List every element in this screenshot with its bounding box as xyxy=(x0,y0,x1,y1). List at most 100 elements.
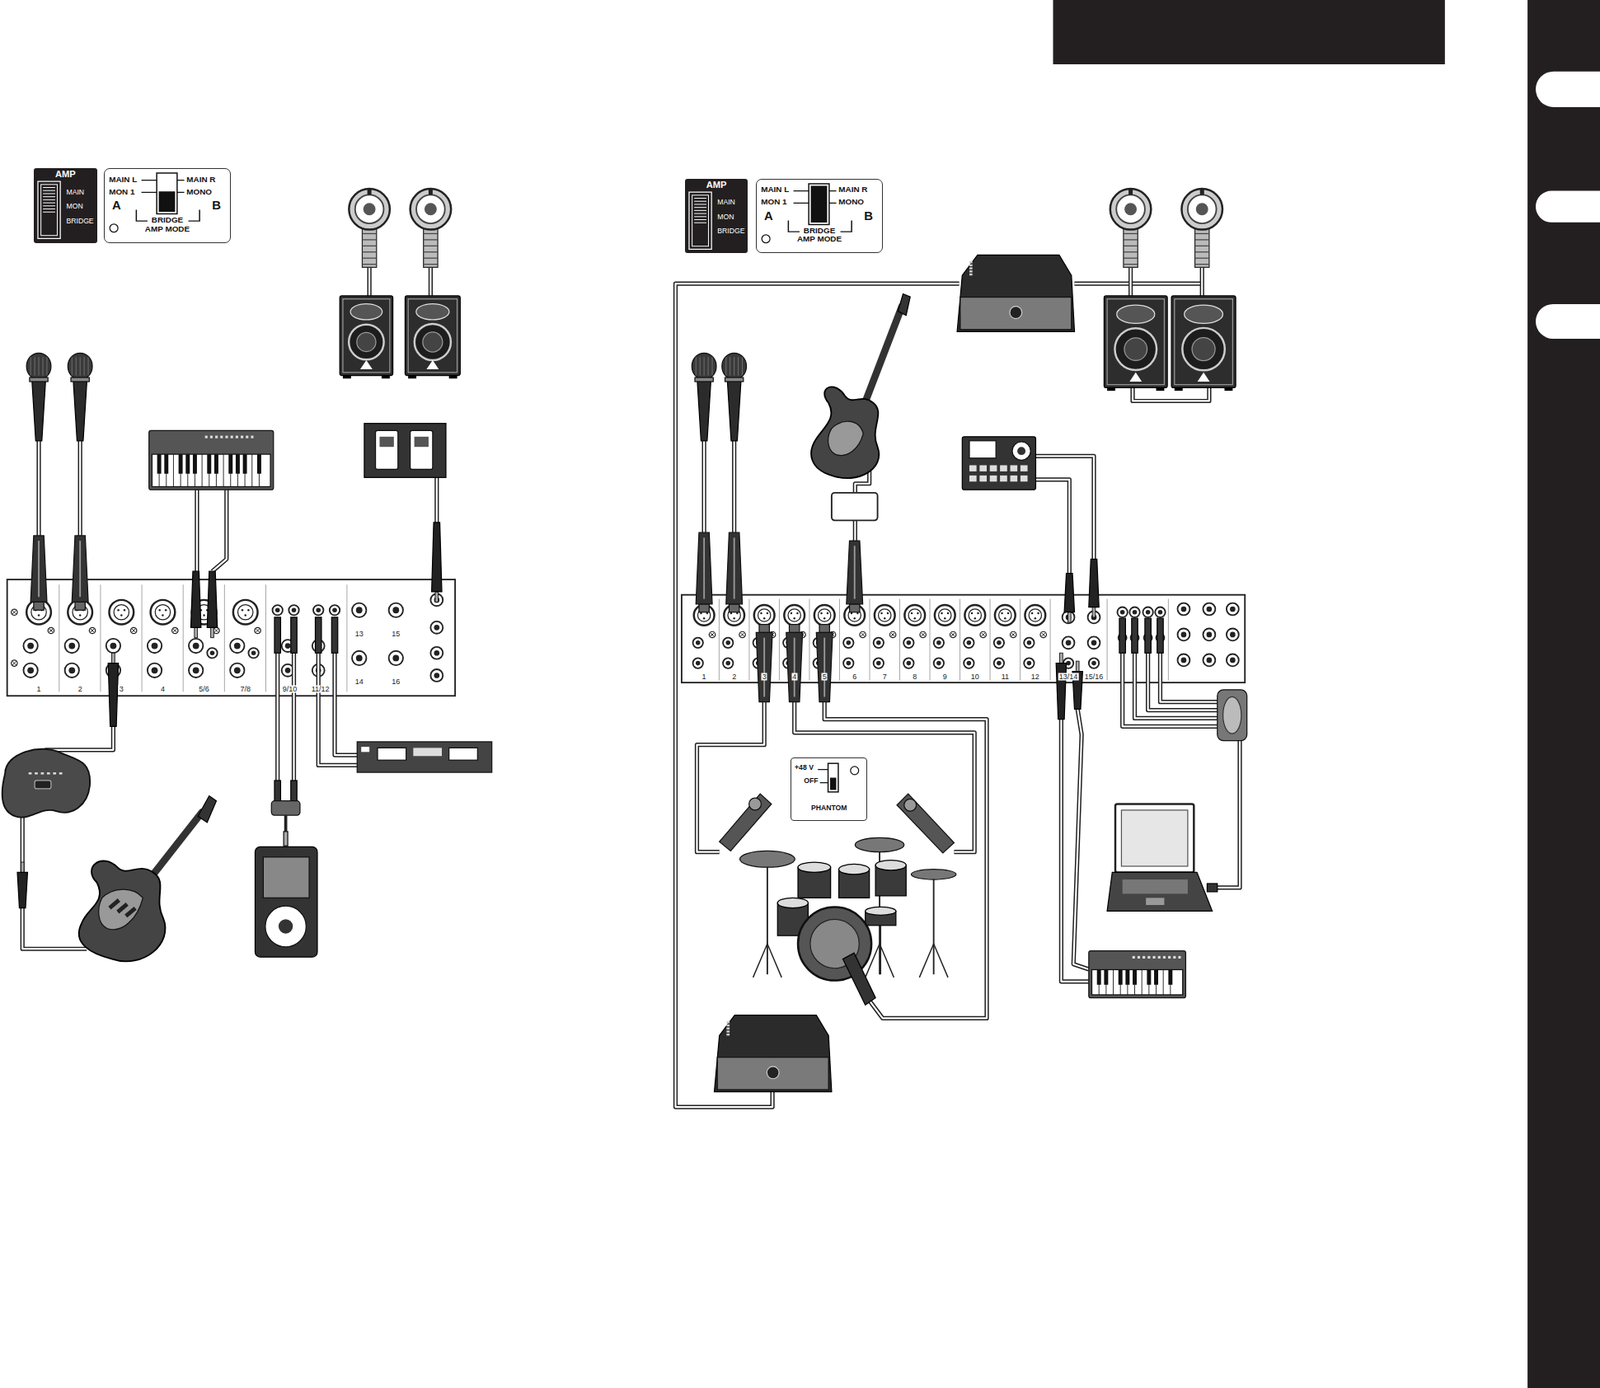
speaker-cone xyxy=(356,332,376,352)
drum-pad xyxy=(999,475,1008,482)
rca-plug xyxy=(274,780,281,802)
xlr-pin xyxy=(243,614,246,616)
keyboard-button xyxy=(205,436,208,439)
xlr-pin xyxy=(703,617,705,620)
plug-grip xyxy=(361,263,376,265)
cable xyxy=(853,520,858,541)
switch-rib xyxy=(694,203,707,205)
xlr-pin xyxy=(1031,612,1033,615)
screw-cross xyxy=(740,632,745,637)
jack-plug xyxy=(206,571,217,628)
speakon-socket xyxy=(348,188,390,230)
cassette-window xyxy=(449,747,479,761)
strip-divider xyxy=(182,584,184,692)
switch-label: MONO xyxy=(838,197,864,207)
screw xyxy=(254,627,261,634)
screw-cross xyxy=(90,628,95,634)
jack-socket xyxy=(843,657,854,668)
monitor-led xyxy=(726,1033,730,1036)
xlr-pin xyxy=(1004,617,1006,620)
modeler-display xyxy=(34,780,52,789)
rca-plug xyxy=(315,617,322,653)
channel-number: 5 xyxy=(821,672,828,681)
screw xyxy=(172,627,179,634)
keyboard-button xyxy=(1177,956,1181,959)
switch-rib xyxy=(694,209,707,211)
black-key xyxy=(214,454,219,474)
xlr-pin xyxy=(241,609,244,611)
cable xyxy=(1074,281,1202,287)
cable xyxy=(194,489,199,572)
speaker-foot xyxy=(449,375,458,380)
jack-socket xyxy=(1062,610,1075,624)
plug-grip xyxy=(361,258,376,259)
switch-rib xyxy=(694,215,707,217)
channel-number: 9 xyxy=(942,672,948,681)
xlr-pin xyxy=(1034,617,1037,620)
plug-grip xyxy=(361,251,376,253)
speaker-grille xyxy=(408,299,457,373)
jack-plug xyxy=(431,522,442,592)
amp-mode-panel: AMPMAINMONBRIDGE xyxy=(685,178,749,254)
plug-grip xyxy=(423,233,438,235)
jack-hole xyxy=(68,666,76,674)
mic-grille xyxy=(71,356,73,376)
xlr-pin xyxy=(790,612,793,615)
monitor-led xyxy=(726,1030,730,1033)
screw-cross xyxy=(12,661,17,666)
switch-label: MAIN xyxy=(717,198,736,207)
rca-plug xyxy=(331,617,338,653)
switch-frame xyxy=(828,763,839,793)
speakon-core xyxy=(363,202,376,216)
channel-number: 1 xyxy=(701,672,708,681)
channel-number: 8 xyxy=(911,672,918,681)
jack-socket xyxy=(843,638,854,648)
xlr-pin xyxy=(974,617,976,620)
rca-plug xyxy=(1119,618,1126,653)
channel-number: 12 xyxy=(1030,672,1041,681)
screw xyxy=(47,627,54,634)
strip-divider xyxy=(899,599,901,681)
keyboard-keys xyxy=(151,454,271,487)
screw xyxy=(859,631,866,638)
bridge-mode-panel: MAIN LMON 1AMAIN RMONOBBRIDGE AMP MODE xyxy=(755,178,883,254)
cable xyxy=(1128,267,1133,296)
switch-rib xyxy=(42,211,56,213)
pedal-pad xyxy=(379,436,394,447)
jack-socket xyxy=(1202,653,1216,667)
side-tab xyxy=(1535,304,1600,339)
speaker-foot xyxy=(1174,387,1183,391)
mic-grille xyxy=(79,356,81,376)
screw xyxy=(11,660,18,667)
keyboard-body xyxy=(1088,951,1187,999)
channel-number: 2 xyxy=(731,672,737,681)
white-key xyxy=(173,454,174,487)
cable-core xyxy=(1129,267,1131,296)
monitor-front xyxy=(960,297,1072,330)
jack-hole xyxy=(876,640,882,646)
stand-legs xyxy=(919,943,948,978)
switch-label: MON 1 xyxy=(760,197,787,207)
screw-cross xyxy=(131,628,137,634)
cable xyxy=(1035,455,1094,559)
footswitch xyxy=(364,423,446,479)
xlr-pin xyxy=(796,612,798,615)
modeler-led xyxy=(41,772,45,775)
cable-core xyxy=(368,267,371,296)
mic-grille xyxy=(712,356,714,376)
black-key xyxy=(1168,969,1173,985)
switch-label: B xyxy=(863,209,873,223)
monitor-led xyxy=(726,1021,730,1023)
jack-hole xyxy=(68,642,76,650)
switch-rib xyxy=(694,197,707,199)
player-wheel xyxy=(265,905,307,948)
speaker-cone xyxy=(1124,337,1148,362)
jack-socket xyxy=(147,663,162,678)
cable xyxy=(22,814,87,949)
keyboard-button xyxy=(1168,956,1171,959)
cable-core xyxy=(429,267,432,296)
speaker-grille xyxy=(1174,299,1234,385)
jack-socket xyxy=(693,638,704,648)
channel-number: 7/8 xyxy=(239,685,252,693)
jack-socket xyxy=(1142,607,1153,618)
